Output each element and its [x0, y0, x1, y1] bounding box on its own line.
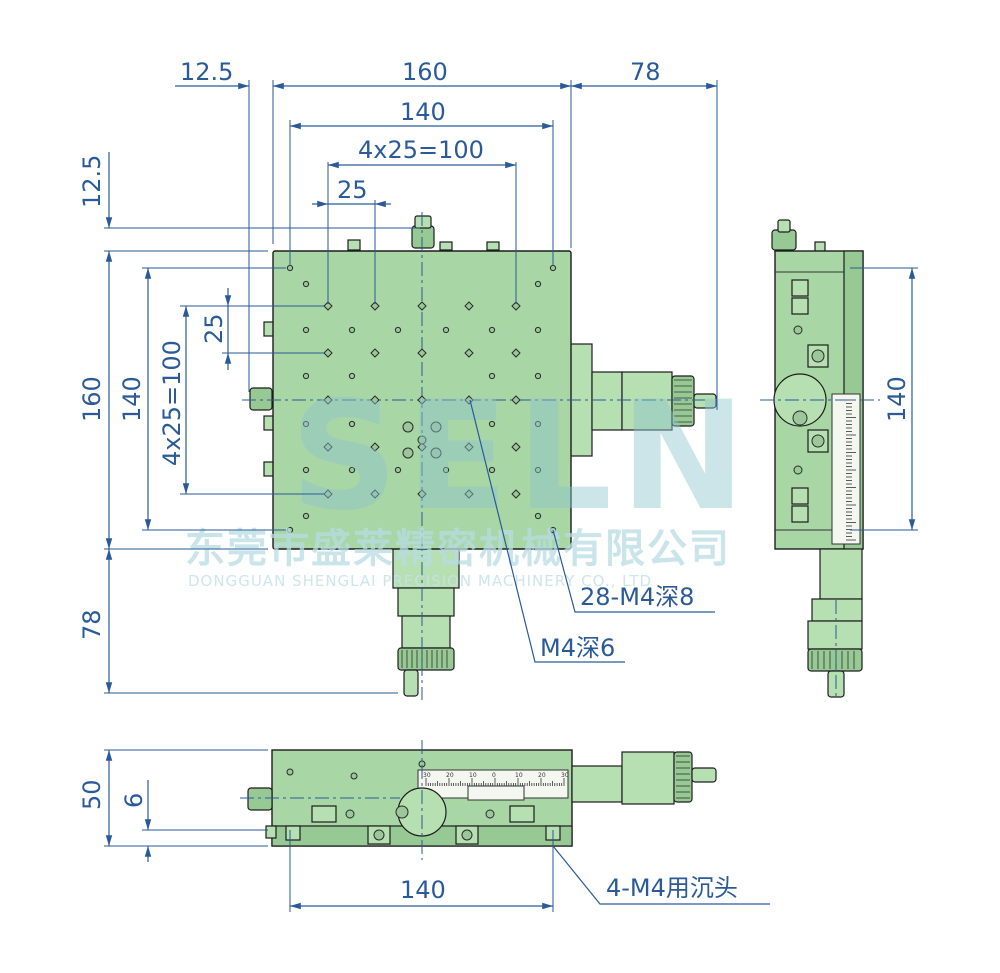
mounting-hole — [417, 395, 427, 405]
side-view: 140 — [760, 219, 918, 700]
dim-12-5-vertical: 12.5 — [78, 155, 106, 208]
lock-knob-left — [249, 387, 273, 411]
mounting-holes — [323, 301, 521, 499]
mounting-hole — [323, 395, 333, 405]
tapped-hole — [488, 420, 496, 428]
dim-12-5-horizontal: 12.5 — [180, 58, 233, 86]
tapped-holes — [286, 264, 557, 534]
tapped-hole — [302, 280, 310, 288]
callout-center-hole: M4深6 — [540, 634, 615, 662]
dim-front-6: 6 — [120, 793, 148, 808]
tapped-hole — [394, 326, 402, 334]
mounting-hole — [323, 489, 333, 499]
mounting-hole — [511, 348, 521, 358]
dim-front-140: 140 — [400, 876, 446, 904]
tapped-hole — [348, 466, 356, 474]
tapped-hole — [302, 372, 310, 380]
dim-front-50: 50 — [78, 779, 106, 810]
y-knob — [397, 647, 455, 671]
dim-4x25-horizontal: 4x25=100 — [358, 136, 484, 164]
mounting-hole — [370, 348, 380, 358]
mounting-hole — [511, 395, 521, 405]
tapped-hole — [534, 372, 542, 380]
mounting-hole — [417, 489, 427, 499]
y-motor-housing — [392, 547, 460, 589]
dim-78-vertical: 78 — [78, 609, 106, 640]
tapped-hole — [348, 372, 356, 380]
tapped-hole — [534, 466, 542, 474]
callout-mount-holes: 28-M4深8 — [580, 583, 694, 611]
mounting-hole — [323, 348, 333, 358]
dim-4x25-vertical: 4x25=100 — [158, 340, 186, 466]
mounting-hole — [370, 489, 380, 499]
dim-78-horizontal: 78 — [630, 58, 661, 86]
mounting-hole — [323, 442, 333, 452]
mounting-hole — [464, 301, 474, 311]
dim-140-vertical: 140 — [118, 376, 146, 422]
dim-160-vertical: 160 — [78, 376, 106, 422]
tapped-hole — [534, 280, 542, 288]
watermark-logo: SELN — [290, 370, 754, 544]
mounting-hole — [417, 301, 427, 311]
tapped-hole — [286, 264, 294, 272]
scale-label: 30 — [423, 772, 431, 779]
mounting-hole — [323, 301, 333, 311]
mounting-hole — [511, 442, 521, 452]
lock-knob-top — [411, 225, 435, 249]
mounting-hole — [370, 395, 380, 405]
mounting-hole — [511, 301, 521, 311]
top-view — [242, 212, 717, 700]
dim-140-horizontal: 140 — [400, 98, 446, 126]
mounting-hole — [417, 348, 427, 358]
scale-label: 20 — [538, 772, 546, 779]
callout-counterbore: 4-M4用沉头 — [606, 874, 738, 902]
side-lock-knob — [771, 229, 797, 251]
scale-label: 0 — [492, 772, 496, 779]
watermark-company-en: DONGGUAN SHENGLAI PRECISION MACHINERY CO… — [188, 572, 652, 590]
scale-label: 30 — [561, 772, 569, 779]
tapped-hole — [534, 512, 542, 520]
front-view: 302010010203010010 50 6 140 4 — [78, 740, 770, 912]
dim-25-horizontal: 25 — [337, 176, 368, 204]
mounting-hole — [511, 489, 521, 499]
scale-label: 20 — [446, 772, 454, 779]
x-knob-knurl — [674, 379, 692, 423]
tapped-hole — [302, 466, 310, 474]
tapped-hole — [348, 420, 356, 428]
top-view-dimensions: 12.5 160 78 140 4x25=100 25 12.5 160 78 — [78, 58, 718, 694]
mounting-hole — [464, 489, 474, 499]
tapped-hole — [534, 420, 542, 428]
mounting-hole — [370, 301, 380, 311]
dim-160-horizontal: 160 — [402, 58, 448, 86]
tapped-hole — [549, 264, 557, 272]
x-motor-housing — [621, 371, 673, 431]
tapped-hole — [488, 326, 496, 334]
mounting-hole — [464, 348, 474, 358]
tapped-hole — [442, 466, 450, 474]
mounting-hole — [417, 442, 427, 452]
tapped-hole — [348, 326, 356, 334]
tapped-hole — [488, 372, 496, 380]
tapped-hole — [302, 326, 310, 334]
mounting-hole — [464, 442, 474, 452]
watermark: SELN 东莞市盛莱精密机械有限公司 DONGGUAN SHENGLAI PRE… — [185, 370, 754, 590]
tapped-hole — [442, 326, 450, 334]
tapped-hole — [286, 526, 294, 534]
tapped-hole — [488, 466, 496, 474]
mounting-hole — [370, 442, 380, 452]
tapped-hole — [302, 420, 310, 428]
tapped-hole — [534, 326, 542, 334]
scale-label: 10 — [515, 772, 523, 779]
tapped-hole — [302, 512, 310, 520]
y-knob-knurl — [401, 650, 448, 668]
scale-label: 10 — [469, 772, 477, 779]
watermark-company-cn: 东莞市盛莱精密机械有限公司 — [185, 526, 731, 572]
dim-side-140: 140 — [883, 376, 911, 422]
dim-25-vertical: 25 — [200, 313, 228, 344]
tapped-hole — [394, 466, 402, 474]
